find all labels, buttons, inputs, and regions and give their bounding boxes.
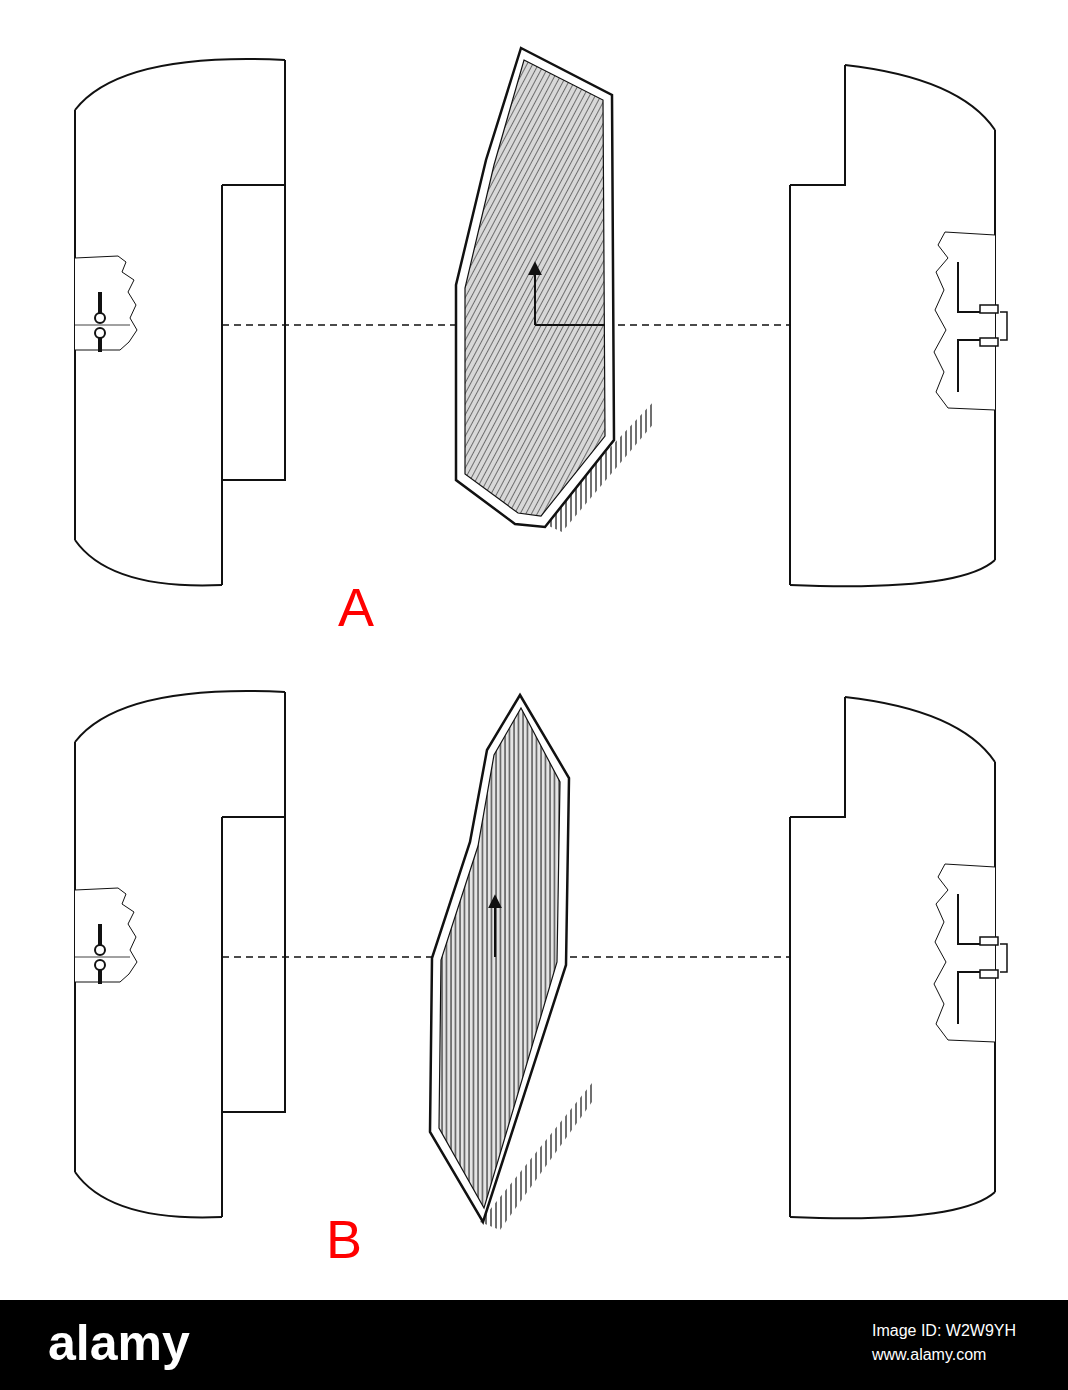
watermark-url: www.alamy.com xyxy=(872,1346,986,1364)
panel-b xyxy=(75,691,1007,1218)
watermark-id: Image ID: W2W9YH xyxy=(872,1322,1016,1340)
wire-grid-b xyxy=(430,695,592,1230)
panel-letter: B xyxy=(326,1210,362,1269)
wire-grid-a xyxy=(456,48,655,532)
watermark-bar xyxy=(0,1300,1068,1390)
panel-a xyxy=(75,59,1007,586)
watermark-logo: alamy xyxy=(48,1316,190,1371)
panel-letter: A xyxy=(338,578,374,637)
